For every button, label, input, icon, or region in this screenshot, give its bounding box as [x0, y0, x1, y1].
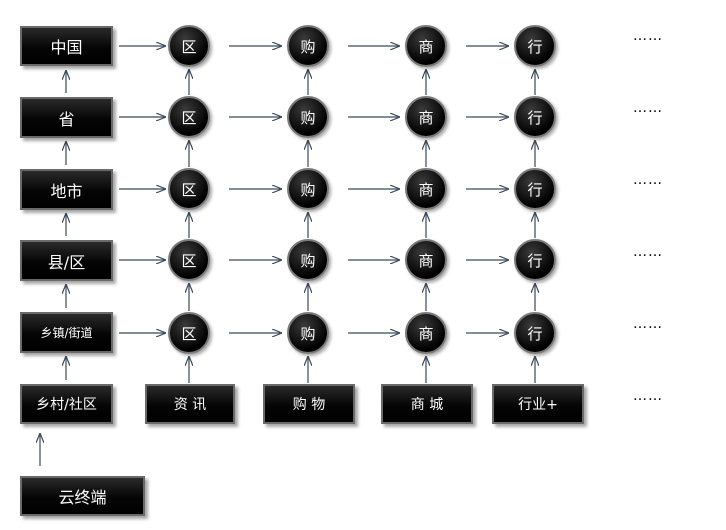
- level-label: 中国: [50, 38, 83, 57]
- node-label: 行: [527, 324, 543, 343]
- node-commerce-row-5: 商: [405, 312, 447, 354]
- node-label: 区: [181, 108, 197, 127]
- node-label: 商: [418, 108, 434, 127]
- node-label: 商: [418, 251, 434, 270]
- level-box-city: 地市: [20, 169, 113, 210]
- node-district-row-4: 区: [168, 239, 210, 281]
- column-label: 购 物: [292, 397, 326, 413]
- node-label: 商: [418, 324, 434, 343]
- node-commerce-row-4: 商: [405, 239, 447, 281]
- level-label: 乡镇/街道: [40, 326, 93, 340]
- node-label: 购: [300, 324, 316, 343]
- node-commerce-row-1: 商: [405, 25, 447, 67]
- node-label: 购: [300, 251, 316, 270]
- node-industry-row-4: 行: [514, 239, 556, 281]
- village-community-box: 乡村/社区: [20, 384, 113, 424]
- node-shopping-row-4: 购: [287, 239, 329, 281]
- node-commerce-row-2: 商: [405, 96, 447, 138]
- ellipsis-row-1: ……: [633, 28, 663, 44]
- column-label: 商 城: [410, 397, 444, 413]
- ellipsis-row-6: ……: [633, 388, 663, 404]
- village-label: 乡村/社区: [36, 397, 97, 413]
- node-label: 购: [300, 180, 316, 199]
- level-box-town: 乡镇/街道: [20, 312, 113, 353]
- column-box-info: 资 讯: [145, 384, 235, 424]
- node-label: 行: [527, 251, 543, 270]
- node-district-row-3: 区: [168, 168, 210, 210]
- node-shopping-row-1: 购: [287, 25, 329, 67]
- node-label: 行: [527, 108, 543, 127]
- level-box-country: 中国: [20, 26, 113, 66]
- node-industry-row-5: 行: [514, 312, 556, 354]
- node-district-row-5: 区: [168, 312, 210, 354]
- level-label: 地市: [50, 181, 83, 201]
- node-label: 行: [527, 37, 543, 56]
- node-label: 区: [181, 37, 197, 56]
- ellipsis-row-3: ……: [633, 172, 663, 188]
- node-commerce-row-3: 商: [405, 168, 447, 210]
- node-label: 区: [181, 251, 197, 270]
- node-label: 区: [181, 180, 197, 199]
- node-shopping-row-3: 购: [287, 168, 329, 210]
- node-label: 区: [181, 324, 197, 343]
- node-label: 行: [527, 180, 543, 199]
- cloud-terminal-box: 云终端: [20, 476, 145, 516]
- node-label: 购: [300, 37, 316, 56]
- node-shopping-row-2: 购: [287, 96, 329, 138]
- ellipsis-row-2: ……: [633, 100, 663, 116]
- column-box-mall: 商 城: [381, 384, 473, 424]
- column-box-industry: 行业+: [492, 384, 584, 424]
- level-box-province: 省: [20, 97, 113, 138]
- node-label: 购: [300, 108, 316, 127]
- level-label: 县/区: [47, 252, 86, 272]
- node-label: 商: [418, 180, 434, 199]
- node-industry-row-2: 行: [514, 96, 556, 138]
- level-label: 省: [58, 109, 75, 129]
- cloud-terminal-label: 云终端: [58, 488, 107, 507]
- ellipsis-row-4: ……: [633, 244, 663, 260]
- column-label: 行业+: [518, 397, 558, 413]
- node-district-row-1: 区: [168, 25, 210, 67]
- node-district-row-2: 区: [168, 96, 210, 138]
- node-shopping-row-5: 购: [287, 312, 329, 354]
- column-label: 资 讯: [173, 397, 207, 413]
- node-industry-row-1: 行: [514, 25, 556, 67]
- ellipsis-row-5: ……: [633, 316, 663, 332]
- column-box-shopping: 购 物: [263, 384, 355, 424]
- node-industry-row-3: 行: [514, 168, 556, 210]
- node-label: 商: [418, 37, 434, 56]
- level-box-county: 县/区: [20, 240, 113, 281]
